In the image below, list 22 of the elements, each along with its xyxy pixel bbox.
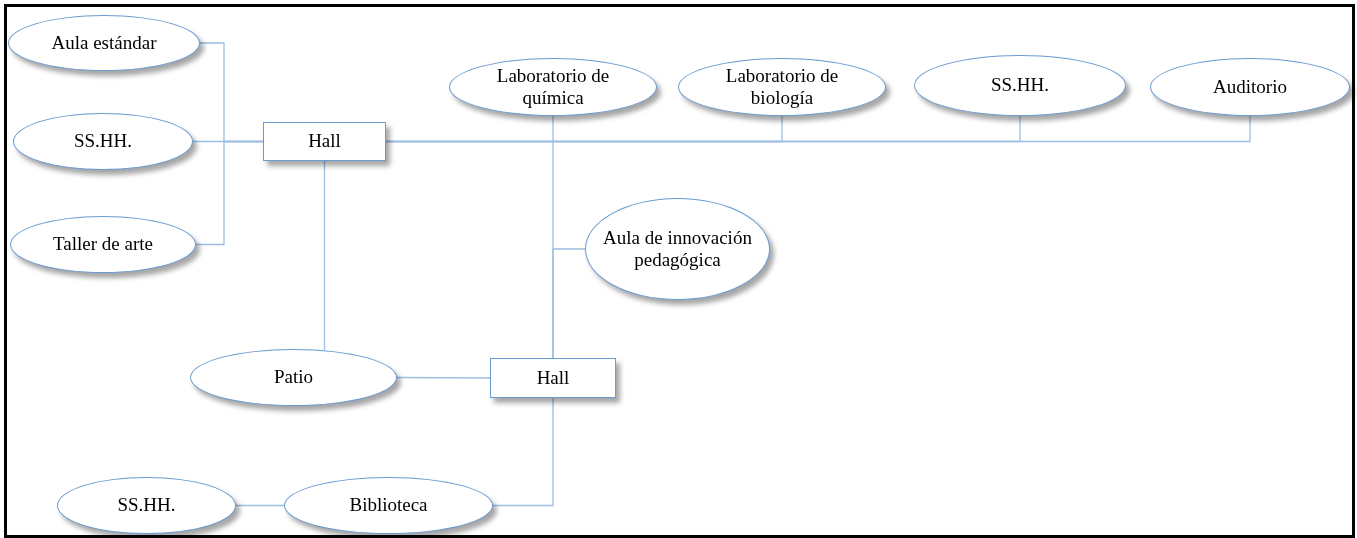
room-label: Hall [535, 366, 571, 390]
connector-line [235, 504, 285, 507]
connector-line [323, 160, 326, 351]
room-label: Aula estándar [50, 31, 158, 55]
connector-line [195, 140, 264, 246]
room-label: Patio [272, 366, 315, 389]
connector-line [552, 248, 586, 359]
room-label: Taller de arte [52, 233, 154, 256]
room-label: SS.HH. [72, 130, 134, 153]
room-label: Laboratorio de química [495, 64, 611, 110]
room-label: SS.HH. [116, 494, 177, 517]
room-label: Laboratorio de biología [724, 64, 840, 110]
room-label: Aula de innovación pedagógica [602, 226, 753, 272]
connector-line [492, 397, 554, 507]
connector-line [385, 115, 1251, 143]
room-label: Hall [307, 130, 342, 153]
room-label: Biblioteca [348, 494, 429, 517]
room-label: Auditorio [1212, 75, 1288, 99]
hall-box [263, 122, 386, 161]
hall-box [490, 358, 616, 398]
connector-line [396, 376, 491, 379]
room-label: SS.HH. [989, 74, 1051, 97]
